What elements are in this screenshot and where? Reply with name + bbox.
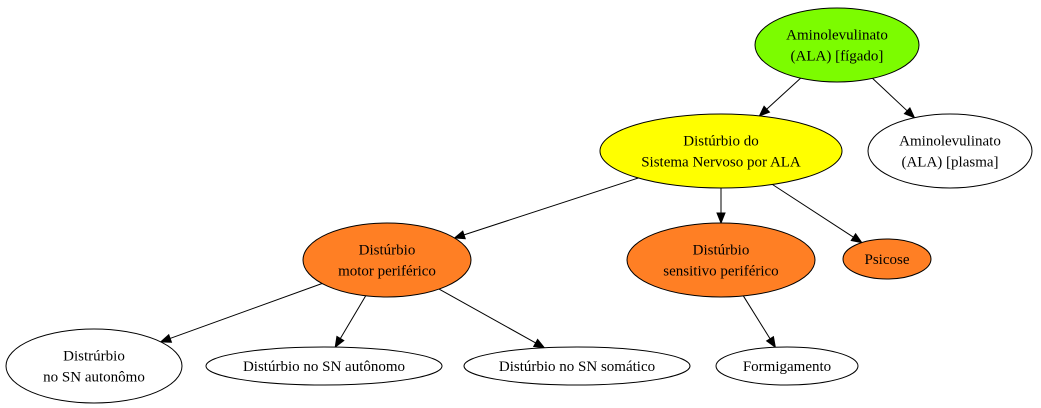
arrowhead-sn-somatico bbox=[532, 338, 546, 349]
edge-motor-periferico-to-sn-somatico bbox=[438, 288, 536, 344]
arrowhead-disturbio-sn bbox=[758, 105, 771, 117]
node-shape-sn-somatico bbox=[463, 346, 691, 386]
node-psicose: Psicose bbox=[842, 238, 932, 280]
node-label-motor-periferico-line-2: motor periférico bbox=[338, 264, 436, 280]
edge-disturbio-sn-to-motor-periferico bbox=[463, 177, 639, 236]
edge-ala-figado-to-disturbio-sn bbox=[766, 77, 802, 110]
node-shape-sn-autonomo-2 bbox=[205, 346, 443, 386]
arrowhead-ala-plasma bbox=[903, 107, 916, 119]
arrowhead-sn-autonomo-2 bbox=[334, 335, 345, 349]
node-shape-disturbio-sn bbox=[599, 113, 843, 189]
node-label-ala-plasma-line-2: (ALA) [plasma] bbox=[901, 155, 998, 171]
edge-sensitivo-periferico-to-formigamento bbox=[742, 295, 771, 340]
arrowhead-psicose bbox=[850, 232, 863, 244]
node-sn-autonomo-2: Distúrbio no SN autônomo bbox=[205, 346, 443, 386]
node-label-sensitivo-periferico-line-2: sensitivo periférico bbox=[663, 264, 778, 280]
node-label-formigamento-line-1: Formigamento bbox=[743, 359, 831, 375]
node-motor-periferico: Distúrbio motor periférico bbox=[302, 222, 472, 298]
node-sn-autonomo-1: Distrúrbio no SN autonômo bbox=[5, 328, 183, 404]
edges-layer bbox=[159, 77, 916, 349]
arrowhead-formigamento bbox=[765, 335, 777, 349]
node-label-disturbio-sn-line-2: Sistema Nervoso por ALA bbox=[641, 155, 801, 171]
arrowhead-motor-periferico bbox=[453, 230, 466, 240]
node-label-psicose-line-1: Psicose bbox=[865, 252, 910, 268]
node-shape-formigamento bbox=[715, 346, 859, 386]
node-label-sn-autonomo-2-line-1: Distúrbio no SN autônomo bbox=[243, 359, 405, 375]
node-disturbio-sn: Distúrbio do Sistema Nervoso por ALA bbox=[599, 113, 843, 189]
edge-motor-periferico-to-sn-autonomo-1 bbox=[169, 283, 323, 339]
node-ala-figado: Aminolevulinato (ALA) [fígado] bbox=[754, 7, 920, 83]
node-sn-somatico: Distúrbio no SN somático bbox=[463, 346, 691, 386]
node-formigamento: Formigamento bbox=[715, 346, 859, 386]
node-ala-plasma: Aminolevulinato (ALA) [plasma] bbox=[867, 113, 1033, 189]
node-shape-sensitivo-periferico bbox=[626, 222, 816, 298]
arrowhead-sensitivo-periferico bbox=[716, 212, 726, 225]
node-label-motor-periferico-line-1: Distúrbio bbox=[359, 243, 416, 259]
node-label-sensitivo-periferico-line-1: Distúrbio bbox=[693, 243, 750, 259]
node-shape-sn-autonomo-1 bbox=[5, 328, 183, 404]
node-label-ala-figado-line-2: (ALA) [fígado] bbox=[791, 49, 884, 65]
node-label-ala-plasma-line-1: Aminolevulinato bbox=[899, 134, 1001, 150]
node-label-disturbio-sn-line-1: Distúrbio do bbox=[683, 134, 758, 150]
node-label-sn-somatico-line-1: Distúrbio no SN somático bbox=[499, 359, 655, 375]
node-shape-motor-periferico bbox=[302, 222, 472, 298]
edge-motor-periferico-to-sn-autonomo-2 bbox=[339, 295, 367, 339]
node-label-sn-autonomo-1-line-2: no SN autonômo bbox=[43, 370, 145, 386]
nodes-layer: Aminolevulinato(ALA) [fígado]Aminolevuli… bbox=[5, 7, 1033, 404]
node-label-ala-figado-line-1: Aminolevulinato bbox=[786, 28, 888, 44]
edge-disturbio-sn-to-psicose bbox=[772, 184, 854, 238]
node-shape-ala-figado bbox=[754, 7, 920, 83]
arrowhead-sn-autonomo-1 bbox=[159, 333, 173, 343]
edge-ala-figado-to-ala-plasma bbox=[872, 77, 908, 112]
node-shape-psicose bbox=[842, 238, 932, 280]
node-sensitivo-periferico: Distúrbio sensitivo periférico bbox=[626, 222, 816, 298]
node-shape-ala-plasma bbox=[867, 113, 1033, 189]
node-label-sn-autonomo-1-line-1: Distrúrbio bbox=[63, 349, 125, 365]
